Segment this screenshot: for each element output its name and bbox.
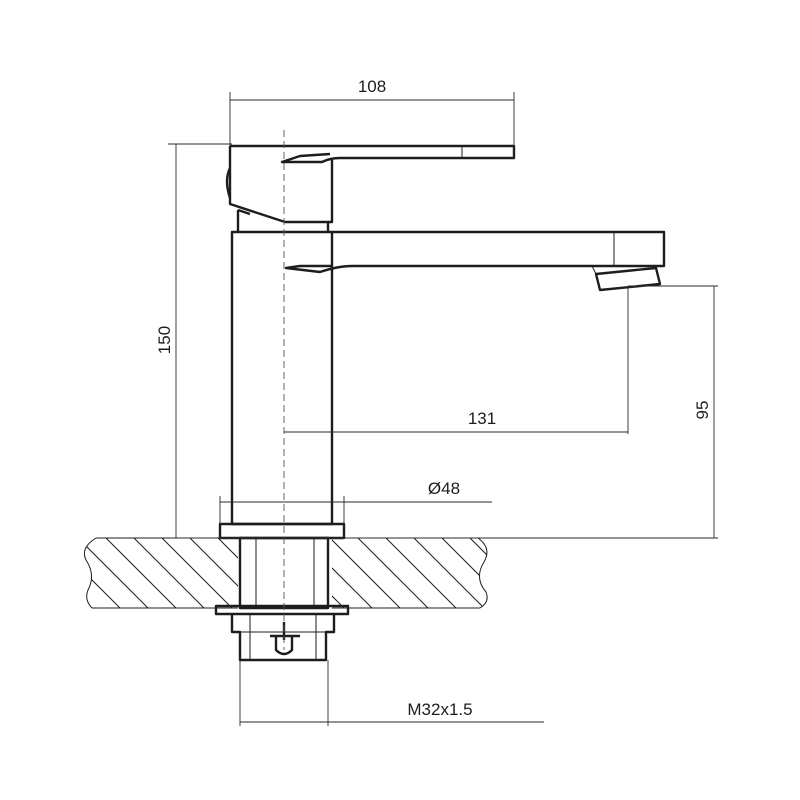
dim-base-diameter-label: Ø48 — [428, 479, 460, 498]
mounting-nut — [230, 614, 336, 662]
dim-spout-height-label: 95 — [693, 401, 712, 420]
dim-spout-reach-label: 131 — [468, 409, 496, 428]
countertop-right-outline — [332, 537, 488, 609]
lever-handle — [228, 144, 516, 224]
countertop-left-outline — [83, 537, 238, 609]
base-flange — [218, 522, 346, 540]
faucet-column — [230, 230, 334, 526]
aerator — [594, 266, 662, 292]
dim-total-reach-label: 108 — [358, 77, 386, 96]
dim-total-height-label: 150 — [155, 326, 174, 354]
cartridge-cap — [236, 208, 330, 232]
faucet-body — [214, 144, 666, 662]
dimension-lines — [168, 92, 718, 726]
dim-thread-label: M32x1.5 — [407, 700, 472, 719]
mounting-washer — [214, 604, 350, 616]
spout — [284, 230, 666, 274]
